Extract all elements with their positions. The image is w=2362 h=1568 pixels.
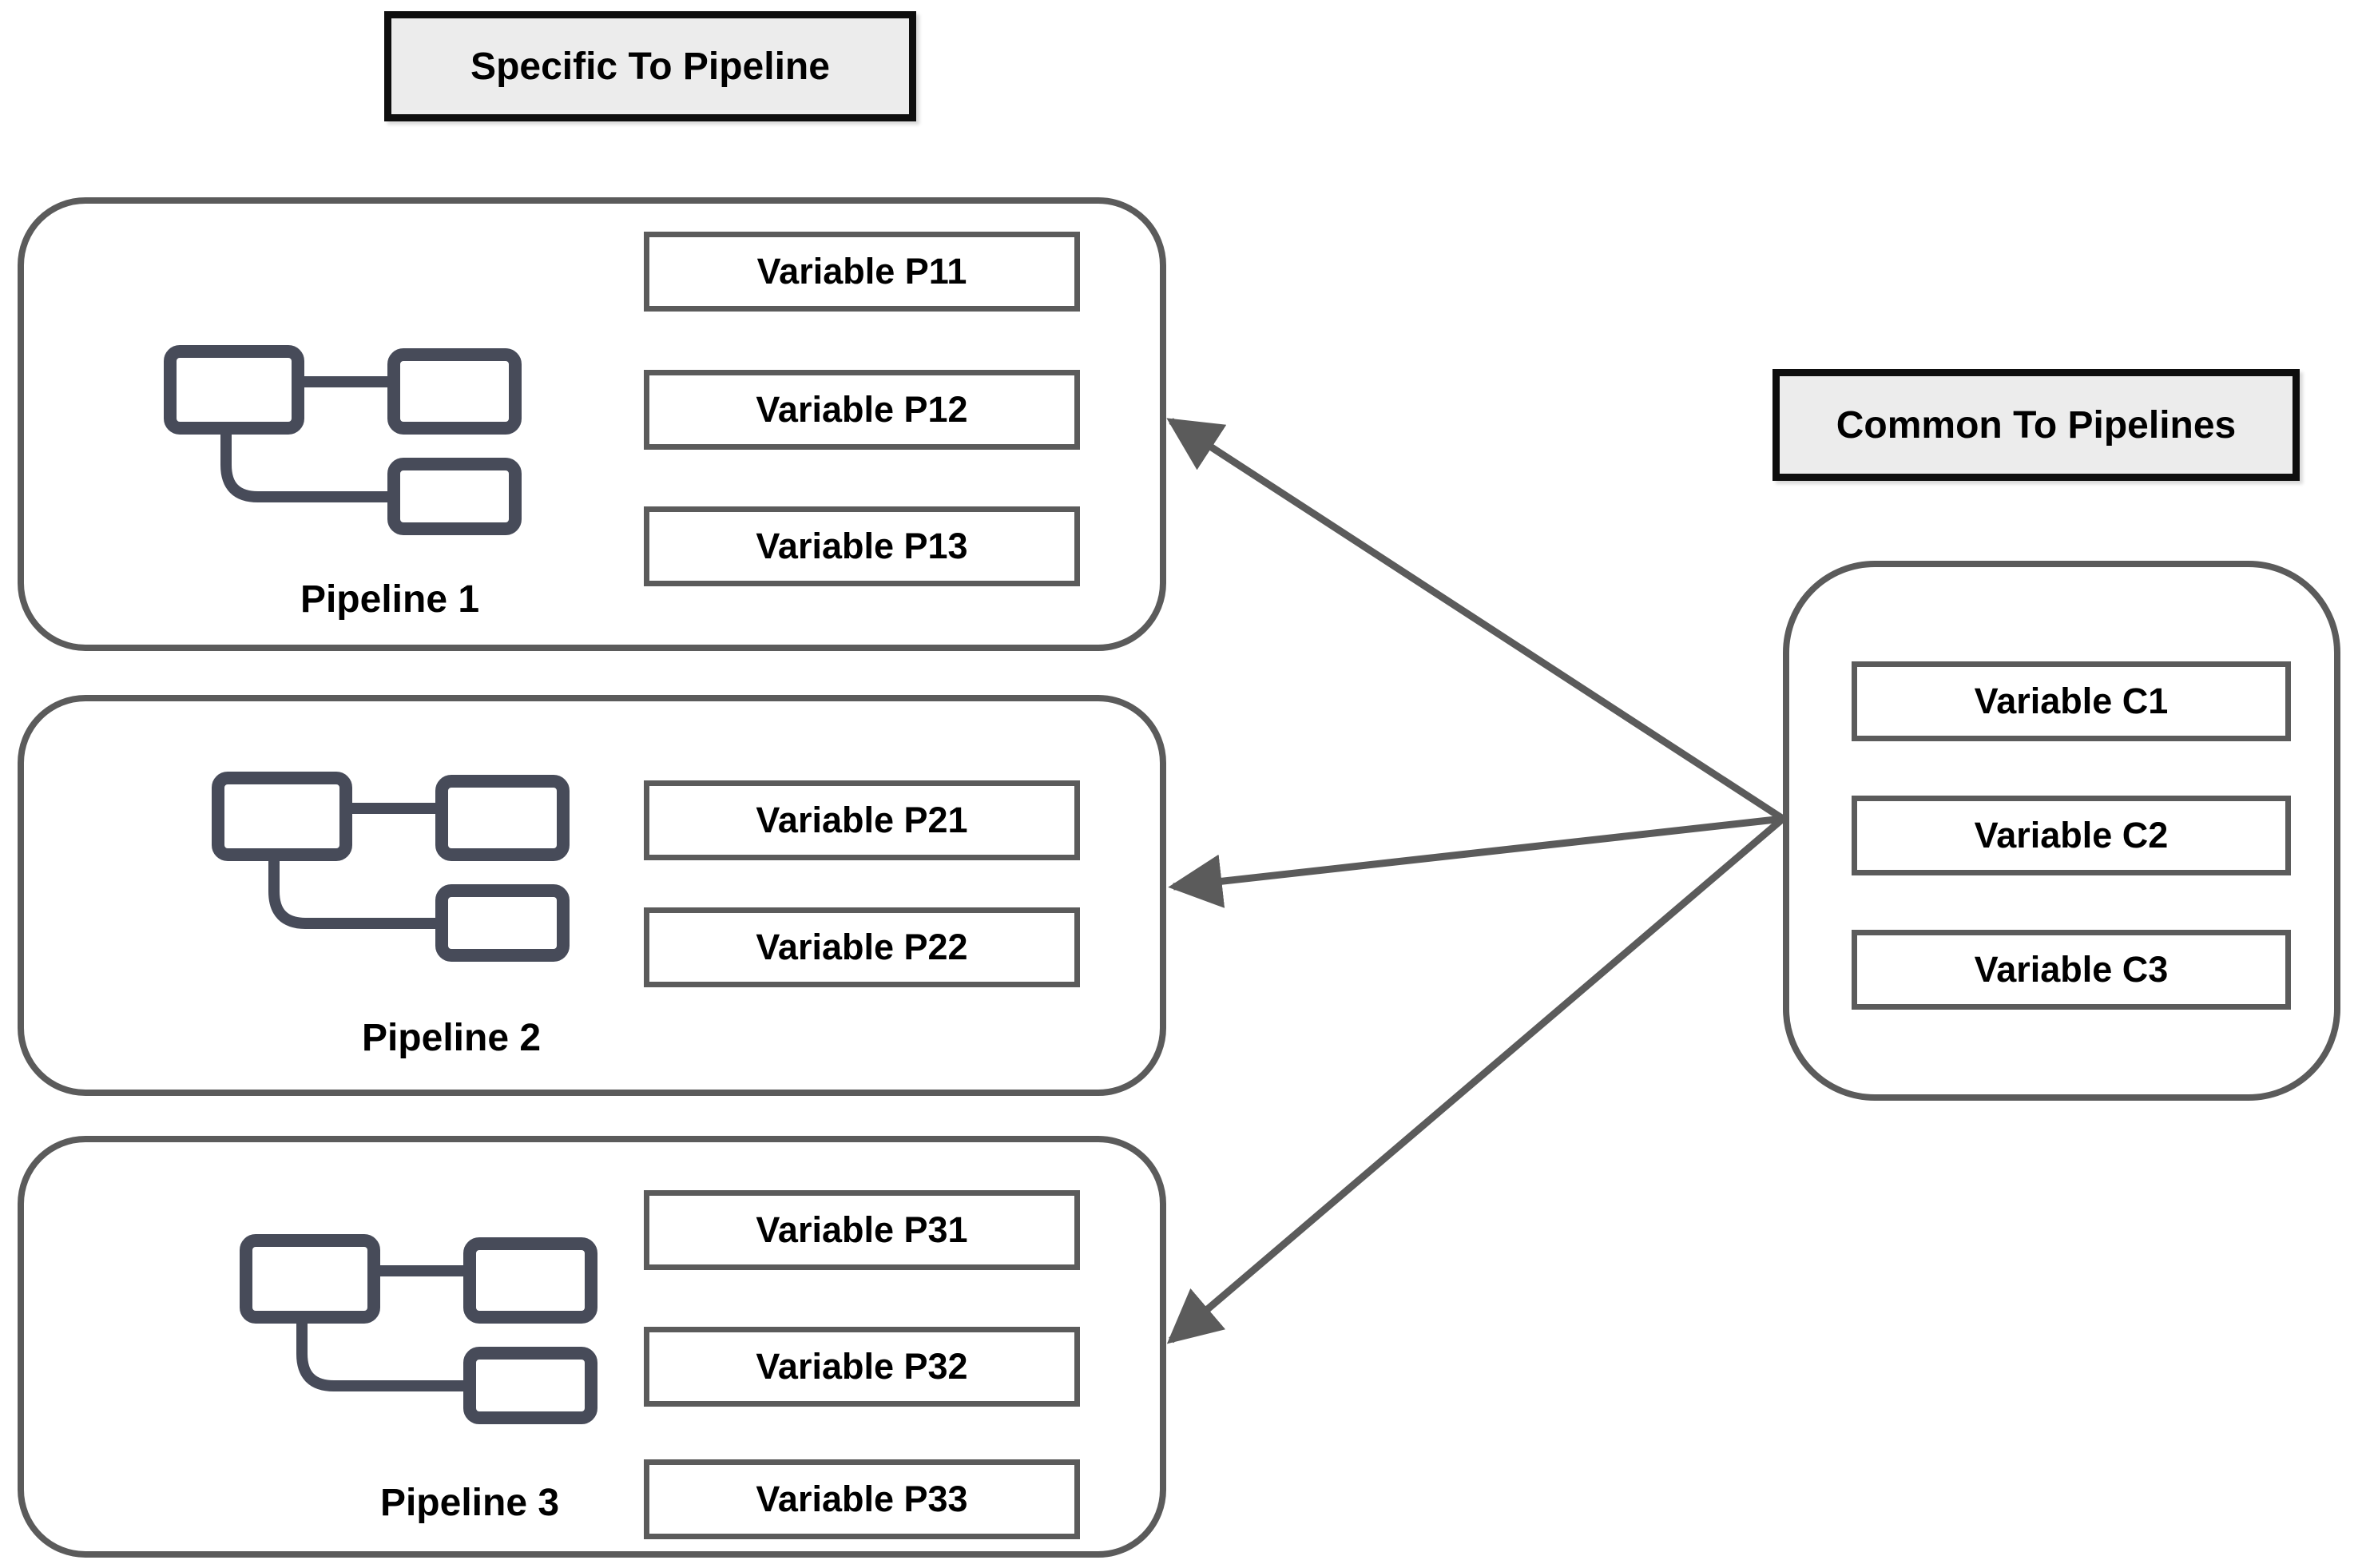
variable-c2-text: Variable C2 (1974, 815, 2169, 855)
common-variables-box: Variable C1 Variable C2 Variable C3 (1783, 561, 2340, 1101)
pipeline-2-label: Pipeline 2 (361, 1017, 542, 1059)
variable-c3-text: Variable C3 (1974, 949, 2169, 990)
variable-box-p22: Variable P22 (644, 907, 1080, 987)
variable-box-c3: Variable C3 (1852, 930, 2291, 1010)
variable-p21-text: Variable P21 (756, 800, 968, 840)
arrow-common-to-pipeline-1 (1166, 418, 1785, 822)
arrow-common-to-pipeline-2 (1168, 815, 1784, 908)
pipeline-2-box: Pipeline 2 Variable P21 Variable P22 (18, 695, 1166, 1096)
variable-box-p21: Variable P21 (644, 780, 1080, 860)
variable-p13-text: Variable P13 (756, 526, 968, 566)
specific-to-pipeline-title: Specific To Pipeline (384, 11, 916, 121)
variable-p12-text: Variable P12 (756, 389, 968, 430)
variable-p32-text: Variable P32 (756, 1346, 968, 1387)
variable-box-p12: Variable P12 (644, 370, 1080, 450)
variable-box-c1: Variable C1 (1852, 661, 2291, 741)
pipeline-icon (212, 772, 570, 962)
pipeline-3-label: Pipeline 3 (379, 1482, 560, 1524)
pipeline-1-box: Pipeline 1 Variable P11 Variable P12 Var… (18, 197, 1166, 651)
variable-c1-text: Variable C1 (1974, 681, 2169, 721)
variable-p31-text: Variable P31 (756, 1209, 968, 1250)
variable-box-c2: Variable C2 (1852, 796, 2291, 875)
pipeline-3-box: Pipeline 3 Variable P31 Variable P32 Var… (18, 1136, 1166, 1558)
variable-box-p11: Variable P11 (644, 232, 1080, 312)
common-to-pipelines-title: Common To Pipelines (1772, 369, 2300, 481)
variable-p22-text: Variable P22 (756, 927, 968, 967)
pipeline-icon (240, 1234, 597, 1424)
common-to-pipelines-title-text: Common To Pipelines (1836, 403, 2237, 447)
variable-box-p32: Variable P32 (644, 1327, 1080, 1407)
arrow-common-to-pipeline-3 (1166, 816, 1785, 1344)
variable-p11-text: Variable P11 (756, 251, 967, 292)
variable-box-p13: Variable P13 (644, 506, 1080, 586)
pipeline-1-label: Pipeline 1 (300, 578, 480, 621)
variable-box-p31: Variable P31 (644, 1190, 1080, 1270)
variable-p33-text: Variable P33 (756, 1479, 968, 1519)
variable-box-p33: Variable P33 (644, 1459, 1080, 1539)
pipeline-icon (164, 345, 522, 535)
specific-to-pipeline-title-text: Specific To Pipeline (470, 45, 830, 88)
